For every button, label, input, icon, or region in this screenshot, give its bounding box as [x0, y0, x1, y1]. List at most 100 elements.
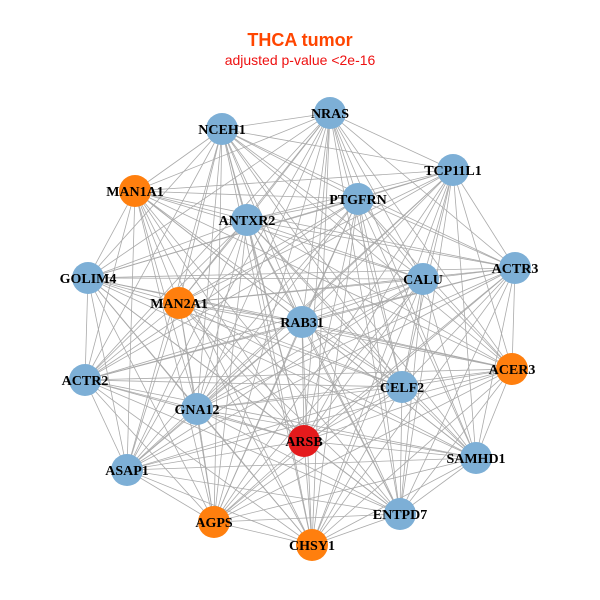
- edge-NRAS-NCEH1: [221, 112, 331, 130]
- edge-RAB31-ASAP1: [126, 321, 303, 471]
- node-label: ACTR2: [62, 374, 109, 389]
- node-label: MAN2A1: [150, 297, 208, 312]
- edge-GNA12-ARSB: [196, 408, 305, 442]
- edge-ACTR3-ARSB: [303, 267, 516, 442]
- node-AGPS: AGPS: [195, 506, 233, 538]
- node-circle: [286, 306, 318, 338]
- edge-MAN2A1-ASAP1: [126, 302, 180, 471]
- edge-NRAS-ASAP1: [126, 112, 331, 471]
- edge-AGPS-CHSY1: [213, 521, 313, 546]
- edge-GNA12-CHSY1: [196, 408, 313, 546]
- node-TCP11L1: TCP11L1: [424, 154, 482, 186]
- edge-TCP11L1-ACTR2: [84, 169, 454, 381]
- node-label: ACER3: [489, 363, 536, 378]
- node-PTGFRN: PTGFRN: [329, 183, 387, 215]
- node-CHSY1: CHSY1: [289, 529, 335, 561]
- edge-NRAS-CALU: [329, 112, 424, 280]
- edge-TCP11L1-SAMHD1: [452, 169, 477, 459]
- edge-RAB31-AGPS: [213, 321, 303, 523]
- edge-ACER3-ASAP1: [126, 368, 513, 471]
- node-circle: [206, 113, 238, 145]
- nodes-layer: NRASNCEH1TCP11L1MAN1A1PTGFRNANTXR2ACTR3G…: [60, 97, 538, 561]
- node-ACTR3: ACTR3: [492, 252, 538, 284]
- edge-NRAS-RAB31: [301, 112, 331, 323]
- edge-ACTR3-SAMHD1: [475, 267, 516, 459]
- node-ANTXR2: ANTXR2: [219, 204, 275, 236]
- edge-PTGFRN-CALU: [357, 198, 424, 280]
- edge-ACER3-CELF2: [401, 368, 513, 388]
- node-label: PTGFRN: [329, 193, 387, 208]
- edge-CALU-AGPS: [213, 278, 424, 523]
- edge-MAN2A1-ENTPD7: [178, 302, 401, 515]
- edge-NRAS-ACER3: [329, 112, 513, 370]
- edge-NCEH1-MAN2A1: [178, 128, 223, 304]
- node-ACER3: ACER3: [489, 353, 536, 385]
- node-circle: [384, 498, 416, 530]
- node-circle: [111, 454, 143, 486]
- edge-ARSB-ASAP1: [126, 440, 305, 471]
- edge-CALU-ASAP1: [126, 278, 424, 471]
- edge-ANTXR2-GNA12: [196, 219, 248, 410]
- edge-PTGFRN-MAN2A1: [178, 198, 359, 304]
- edge-NCEH1-CHSY1: [221, 128, 313, 546]
- edge-ACTR3-GNA12: [196, 267, 516, 410]
- node-circle: [386, 371, 418, 403]
- edge-TCP11L1-MAN2A1: [178, 169, 454, 304]
- edge-ACTR3-ACER3: [511, 267, 516, 370]
- edge-PTGFRN-SAMHD1: [357, 198, 477, 459]
- node-label: ARSB: [285, 435, 322, 450]
- edge-SAMHD1-AGPS: [213, 457, 477, 523]
- edge-PTGFRN-GOLIM4: [87, 198, 359, 279]
- node-NRAS: NRAS: [311, 97, 349, 129]
- edge-TCP11L1-ENTPD7: [399, 169, 454, 515]
- edge-ACTR2-CELF2: [84, 379, 403, 388]
- edge-ARSB-ENTPD7: [303, 440, 401, 515]
- node-circle: [342, 183, 374, 215]
- chart-title: THCA tumor: [247, 30, 353, 50]
- edge-NCEH1-CELF2: [221, 128, 403, 388]
- edge-TCP11L1-CHSY1: [311, 169, 454, 546]
- chart-subtitle: adjusted p-value <2e-16: [224, 52, 376, 68]
- edge-CALU-ARSB: [303, 278, 424, 442]
- edge-MAN1A1-CALU: [134, 190, 424, 280]
- edge-NCEH1-MAN1A1: [134, 128, 223, 192]
- edge-GOLIM4-AGPS: [87, 277, 215, 523]
- edge-PTGFRN-ACTR3: [357, 198, 516, 269]
- edge-CELF2-ARSB: [303, 386, 403, 442]
- edge-GNA12-AGPS: [196, 408, 215, 523]
- node-ACTR2: ACTR2: [62, 364, 109, 396]
- node-label: TCP11L1: [424, 164, 482, 179]
- node-label: AGPS: [195, 516, 233, 531]
- edge-MAN1A1-ASAP1: [126, 190, 136, 471]
- node-circle: [163, 287, 195, 319]
- node-circle: [496, 353, 528, 385]
- edge-ACTR3-ASAP1: [126, 267, 516, 471]
- edge-ANTXR2-AGPS: [213, 219, 248, 523]
- edge-RAB31-ACTR2: [84, 321, 303, 381]
- node-circle: [499, 252, 531, 284]
- edge-ANTXR2-MAN2A1: [178, 219, 248, 304]
- node-label: RAB31: [280, 316, 324, 331]
- edge-ARSB-CHSY1: [303, 440, 313, 546]
- edge-NRAS-ENTPD7: [329, 112, 401, 515]
- edge-ARSB-AGPS: [213, 440, 305, 523]
- edge-CALU-CELF2: [401, 278, 424, 388]
- node-circle: [198, 506, 230, 538]
- edge-NRAS-GOLIM4: [87, 112, 331, 279]
- edge-NRAS-ACTR2: [84, 112, 331, 381]
- edge-NRAS-TCP11L1: [329, 112, 454, 171]
- edge-ARSB-SAMHD1: [303, 440, 477, 459]
- edge-SAMHD1-ASAP1: [126, 457, 477, 471]
- node-circle: [296, 529, 328, 561]
- edge-TCP11L1-ACTR3: [452, 169, 516, 269]
- node-label: ASAP1: [105, 464, 149, 479]
- edge-CALU-MAN2A1: [178, 278, 424, 304]
- edge-MAN1A1-CELF2: [134, 190, 403, 388]
- node-circle: [119, 175, 151, 207]
- edge-PTGFRN-ENTPD7: [357, 198, 401, 515]
- edge-NCEH1-CALU: [221, 128, 424, 280]
- edge-ACER3-GNA12: [196, 368, 513, 410]
- node-GOLIM4: GOLIM4: [60, 262, 116, 294]
- edge-ANTXR2-ENTPD7: [246, 219, 401, 515]
- edge-ACTR2-CHSY1: [84, 379, 313, 546]
